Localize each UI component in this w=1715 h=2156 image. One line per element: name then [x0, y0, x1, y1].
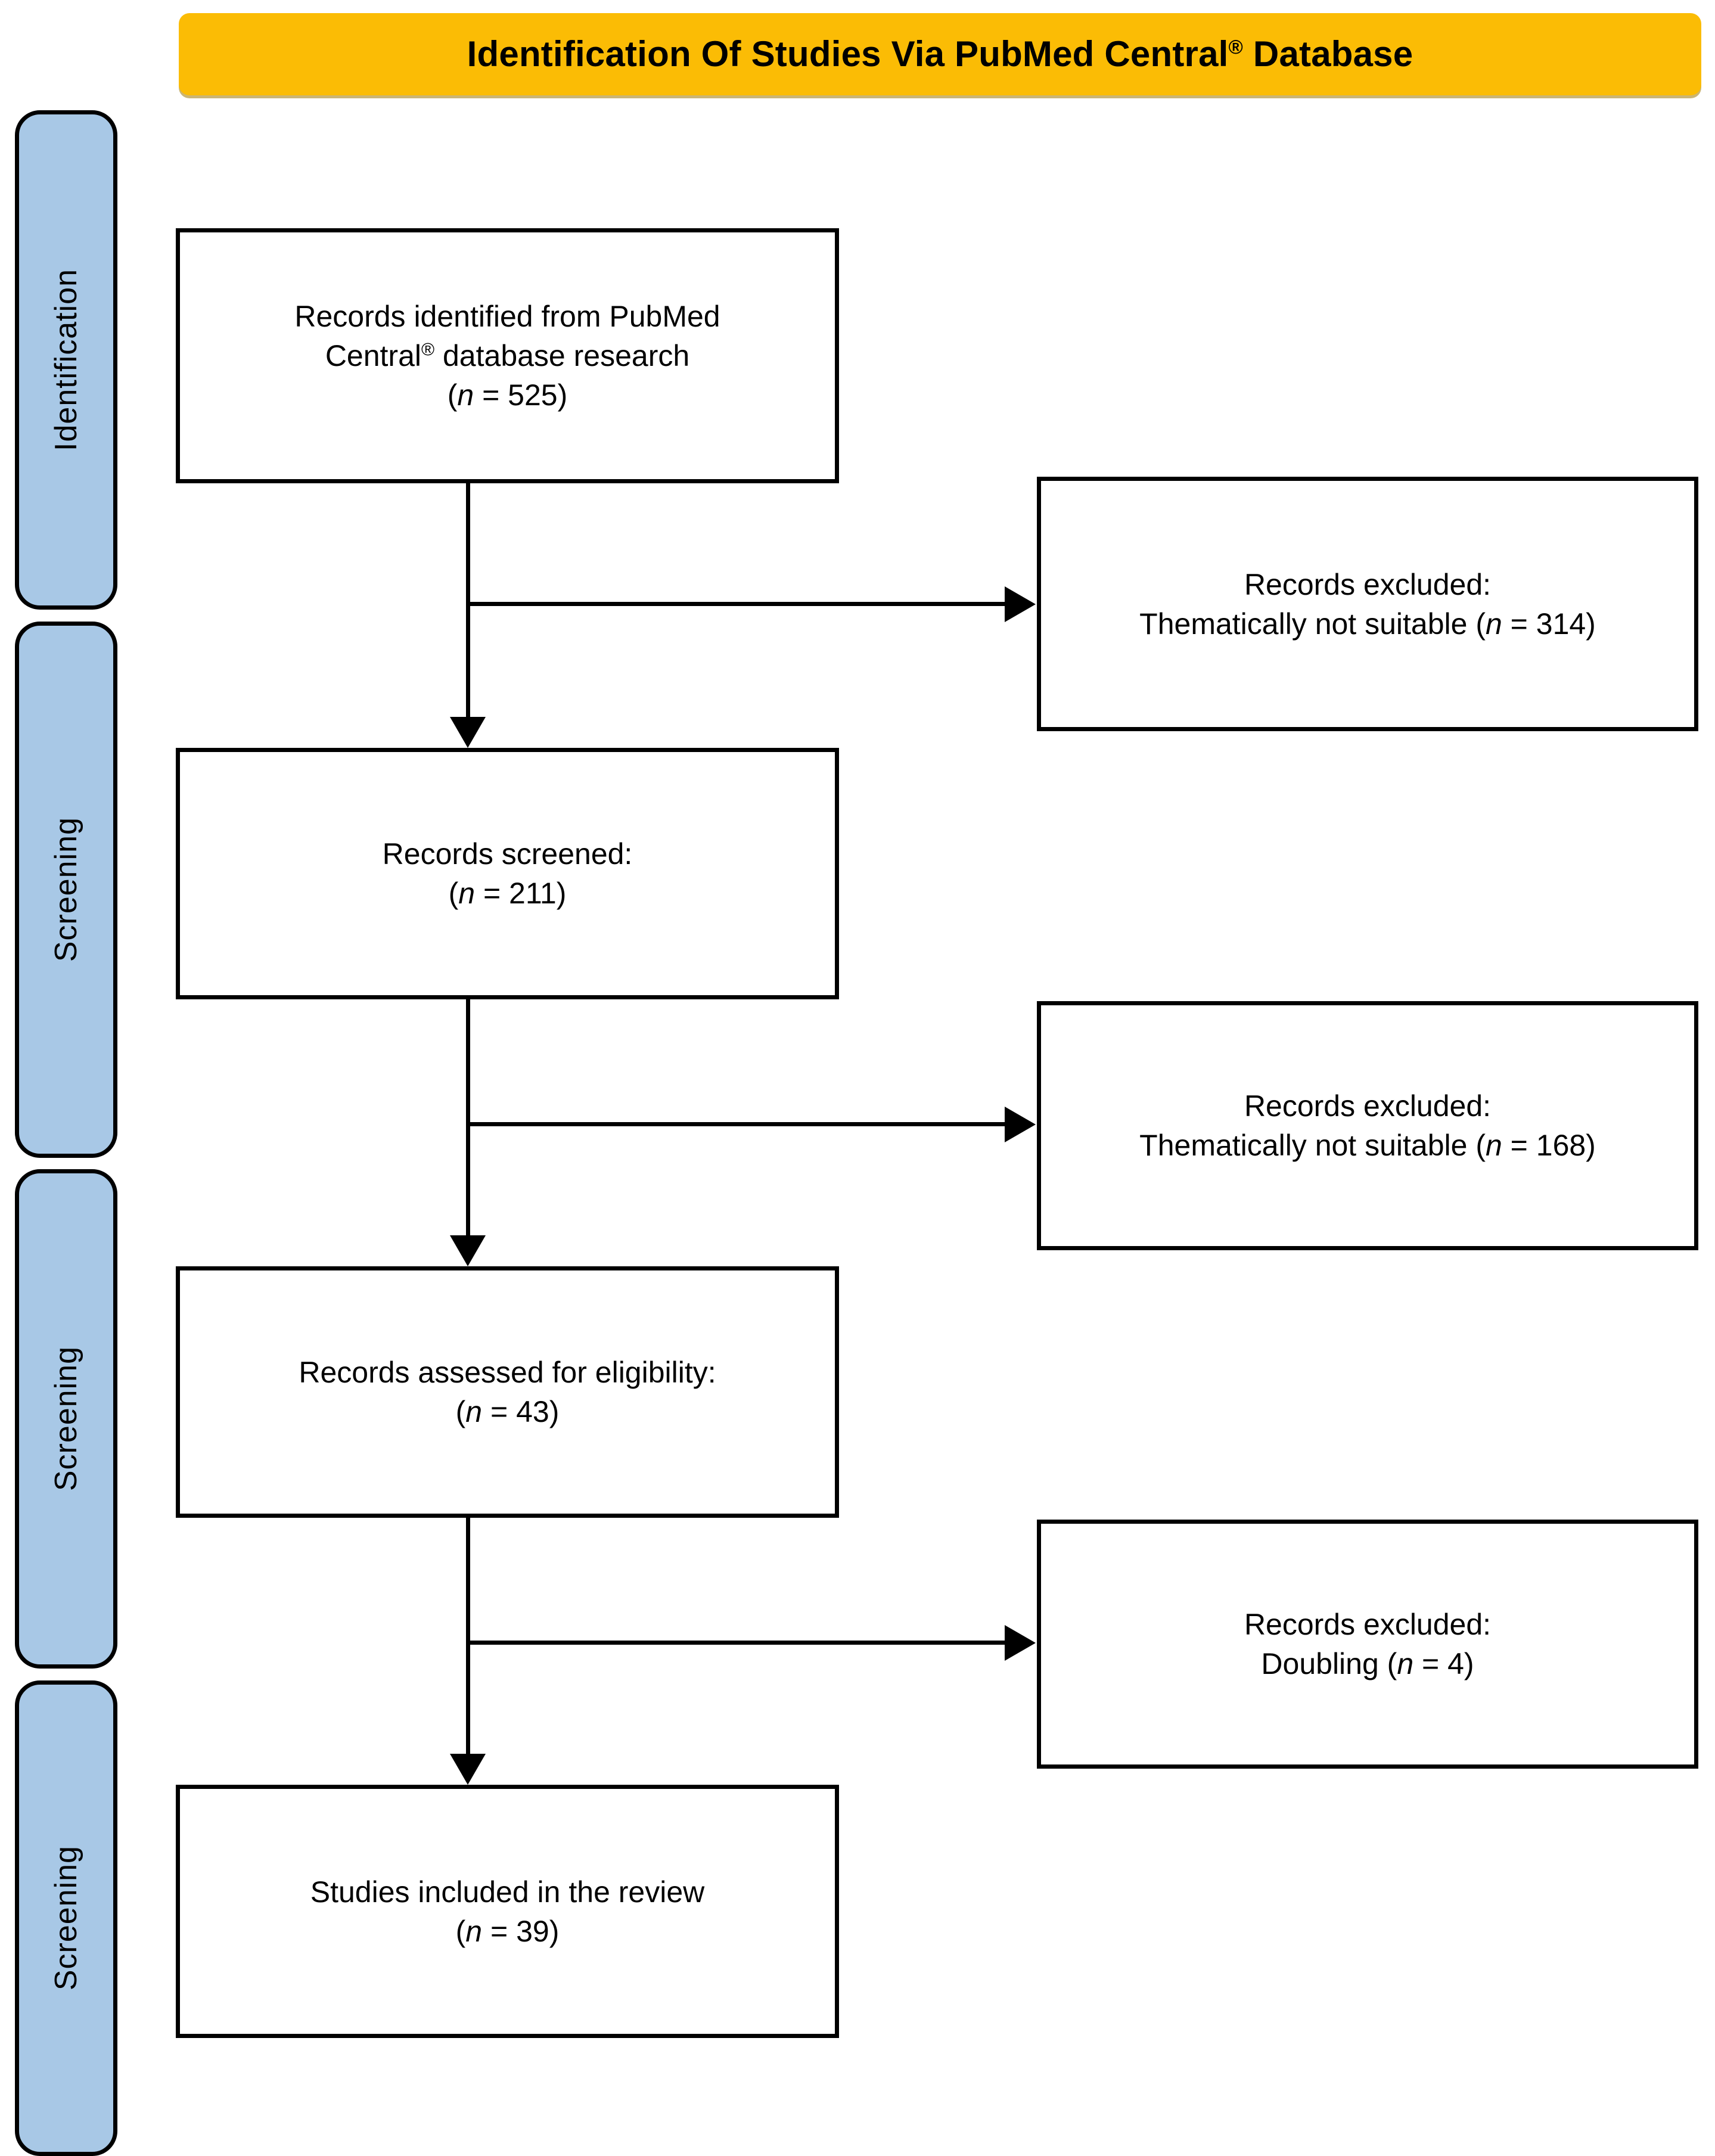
studies-included-count-open: ( — [455, 1914, 466, 1948]
flow-box-studies-included: Studies included in the review (n = 39) — [176, 1785, 839, 2038]
arrow-down-icon — [450, 717, 486, 748]
excluded-2-count-value: = 168) — [1502, 1129, 1596, 1162]
excluded-3-line-1: Records excluded: — [1244, 1608, 1492, 1641]
stage-tab-label: Identification — [49, 269, 83, 451]
italic-n: n — [1485, 607, 1502, 641]
italic-n: n — [458, 877, 476, 910]
flow-box-text: Records excluded: Thematically not suitab… — [1139, 565, 1596, 644]
records-identified-count-value: = 525) — [474, 378, 568, 412]
diagram-title-tail: Database — [1243, 34, 1413, 74]
registered-trademark-icon: ® — [421, 340, 435, 360]
excluded-3-count-value: = 4) — [1413, 1647, 1474, 1680]
records-identified-line-2b: database research — [434, 339, 690, 372]
connector-line-vertical-2 — [466, 999, 470, 1235]
excluded-1-reason: Thematically not suitable ( — [1139, 607, 1486, 641]
flow-box-text: Records screened: (n = 211) — [383, 834, 633, 913]
stage-tab-identification: Identification — [15, 110, 117, 610]
diagram-title-main: Identification Of Studies Via PubMed Cen… — [467, 34, 1229, 74]
flow-box-records-assessed-eligibility: Records assessed for eligibility: (n = 43… — [176, 1266, 839, 1518]
excluded-3-reason: Doubling ( — [1261, 1647, 1397, 1680]
italic-n: n — [1397, 1647, 1414, 1680]
arrow-right-icon — [1005, 1625, 1036, 1661]
records-identified-line-2a: Central — [325, 339, 421, 372]
stage-tab-screening-1: Screening — [15, 622, 117, 1158]
flow-box-text: Records assessed for eligibility: (n = 43… — [299, 1353, 716, 1431]
records-screened-count-value: = 211) — [475, 877, 567, 910]
records-screened-line-1: Records screened: — [382, 837, 633, 871]
records-identified-line-1: Records identified from PubMed — [294, 300, 720, 333]
excluded-1-count-value: = 314) — [1502, 607, 1596, 641]
flow-box-records-screened: Records screened: (n = 211) — [176, 748, 839, 999]
registered-trademark-icon: ® — [1228, 36, 1244, 58]
stage-tab-label: Screening — [49, 1846, 83, 1991]
studies-included-line-1: Studies included in the review — [310, 1875, 705, 1909]
stage-tab-screening-2: Screening — [15, 1169, 117, 1669]
records-eligible-line-1: Records assessed for eligibility: — [299, 1356, 716, 1389]
excluded-2-line-1: Records excluded: — [1244, 1089, 1492, 1123]
records-eligible-count-open: ( — [455, 1395, 466, 1428]
flow-box-records-excluded-3: Records excluded: Doubling (n = 4) — [1037, 1520, 1698, 1769]
flow-box-text: Records excluded: Doubling (n = 4) — [1244, 1605, 1491, 1683]
connector-line-vertical-1 — [466, 483, 470, 719]
italic-n: n — [1485, 1129, 1502, 1162]
excluded-2-reason: Thematically not suitable ( — [1139, 1129, 1486, 1162]
flow-box-records-excluded-2: Records excluded: Thematically not suitab… — [1037, 1001, 1698, 1250]
records-identified-count-open: ( — [447, 378, 458, 412]
studies-included-count-value: = 39) — [482, 1914, 560, 1948]
records-eligible-count-value: = 43) — [482, 1395, 560, 1428]
stage-tab-label: Screening — [49, 817, 83, 962]
arrow-down-icon — [450, 1754, 486, 1785]
records-screened-count-open: ( — [448, 877, 459, 910]
arrow-down-icon — [450, 1235, 486, 1266]
connector-line-horizontal-1 — [468, 602, 1009, 606]
flow-box-text: Studies included in the review (n = 39) — [310, 1872, 705, 1951]
arrow-right-icon — [1005, 1107, 1036, 1142]
italic-n: n — [465, 1395, 483, 1428]
connector-line-vertical-3 — [466, 1518, 470, 1754]
italic-n: n — [457, 378, 474, 412]
diagram-header-banner: Identification Of Studies Via PubMed Cen… — [179, 13, 1701, 95]
flow-box-records-excluded-1: Records excluded: Thematically not suitab… — [1037, 477, 1698, 731]
diagram-title: Identification Of Studies Via PubMed Cen… — [467, 35, 1413, 74]
arrow-right-icon — [1005, 586, 1036, 622]
connector-line-horizontal-2 — [468, 1122, 1009, 1126]
excluded-1-line-1: Records excluded: — [1244, 567, 1492, 601]
stage-tab-screening-3: Screening — [15, 1680, 117, 2156]
connector-line-horizontal-3 — [468, 1641, 1009, 1645]
italic-n: n — [465, 1914, 483, 1948]
stage-tab-label: Screening — [49, 1346, 83, 1492]
flow-box-text: Records excluded: Thematically not suitab… — [1139, 1086, 1596, 1165]
